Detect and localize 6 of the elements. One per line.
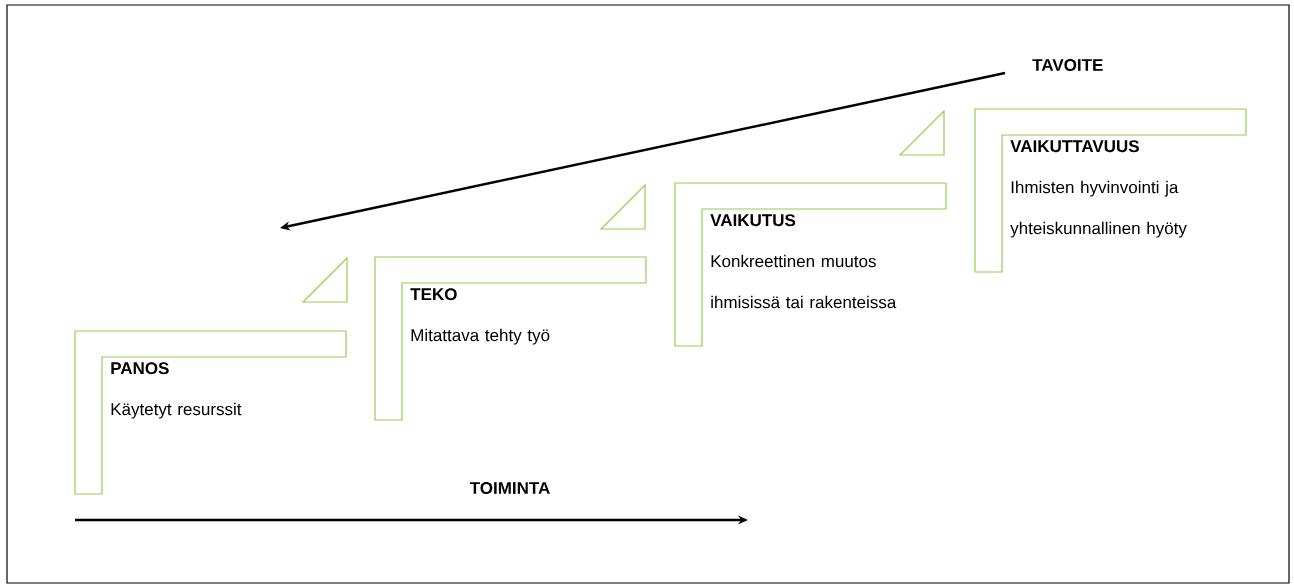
axis-label: TAVOITE bbox=[1032, 58, 1103, 71]
axis-label: TOIMINTA bbox=[469, 481, 550, 494]
step-box: PANOS Käytetyt resurssit bbox=[74, 330, 347, 495]
step-box: VAIKUTUS Konkreettinen muutos ihmisissä tai rakenteissa bbox=[674, 182, 947, 347]
step-box: VAIKUTTAVUUS Ihmisten hyvinvointi ja yhteiskunnallinen hyöty bbox=[974, 108, 1247, 273]
step-box: TEKO Mitattava tehty työ bbox=[374, 256, 647, 421]
